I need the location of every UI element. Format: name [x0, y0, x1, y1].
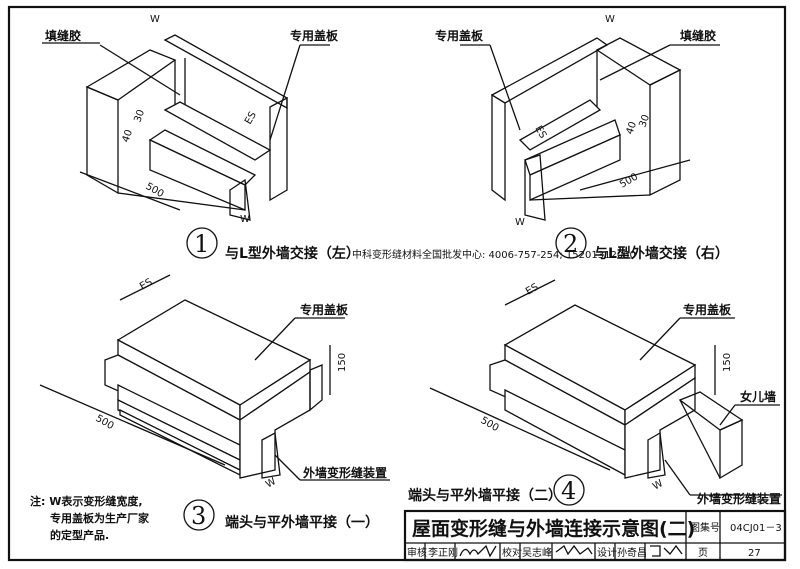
atlas-label: 图集号	[690, 521, 720, 534]
dim-40: 40	[624, 120, 639, 136]
designer-name: 孙奇昌	[617, 546, 647, 559]
label-cover-plate: 专用盖板	[300, 302, 349, 317]
checker-signature	[555, 544, 593, 556]
detail-2-marker	[555, 227, 587, 259]
dim-es: ES	[138, 277, 154, 293]
note-line: 注: W表示变形缝宽度,	[30, 494, 143, 508]
detail-4-marker	[553, 474, 585, 506]
label-cover-plate: 专用盖板	[435, 28, 484, 43]
title-block: 屋面变形缝与外墙连接示意图(二) 图集号 04CJ01－3 审核 李正刚 校对 …	[403, 509, 787, 562]
detail-1-drawing: 填缝胶 专用盖板 W W 30 40 500 ES	[42, 14, 339, 225]
label-cover-plate: 专用盖板	[290, 28, 339, 43]
dim-w: W	[240, 214, 250, 225]
checker-name: 吴志峰	[522, 546, 552, 559]
label-wall-joint-device: 外墙变形缝装置	[303, 465, 387, 480]
detail-1-caption: 与L型外墙交接（左）	[225, 245, 360, 262]
label-sealant: 填缝胶	[45, 28, 81, 43]
check-label: 校对	[502, 546, 522, 559]
note-line: 专用盖板为生产厂家	[50, 511, 150, 525]
advert-text: 中科变形缝材料全国批发中心: 4006-757-254; 15201312050	[352, 248, 636, 261]
dim-40: 40	[120, 128, 135, 144]
detail-4-caption: 端头与平外墙平接（二）	[408, 487, 562, 504]
detail-2-caption: 与L型外墙交接（右）	[594, 245, 729, 262]
dim-es: ES	[243, 110, 259, 126]
drawing-title: 屋面变形缝与外墙连接示意图(二)	[412, 517, 695, 540]
dim-w: W	[515, 217, 525, 228]
design-label: 设计	[597, 546, 617, 559]
dim-w: W	[605, 14, 615, 25]
detail-3-drawing: 专用盖板 外墙变形缝装置 ES 150 500 W	[39, 274, 390, 491]
dim-es: ES	[532, 124, 548, 140]
detail-3-caption: 端头与平外墙平接（一）	[225, 514, 379, 531]
detail-number: 4	[561, 477, 576, 505]
detail-number: 2	[563, 230, 578, 258]
dim-150: 150	[337, 353, 348, 372]
detail-3-marker	[183, 499, 215, 531]
dim-150: 150	[722, 353, 733, 372]
atlas-number: 04CJ01－3	[730, 523, 782, 534]
detail-number: 1	[194, 230, 209, 258]
reviewer-signature	[459, 544, 497, 558]
dim-30: 30	[637, 113, 652, 129]
label-parapet: 女儿墙	[740, 389, 776, 404]
detail-1-marker	[186, 227, 218, 259]
reviewer-name: 李正刚	[428, 546, 458, 559]
sheet-frame	[7, 5, 787, 562]
dim-w: W	[150, 14, 160, 25]
page-number: 27	[748, 548, 761, 559]
dim-w: W	[264, 476, 278, 491]
detail-2-drawing: 专用盖板 填缝胶 W W 30 40 500 ES	[435, 14, 720, 228]
review-label: 审核	[407, 546, 427, 559]
label-cover-plate: 专用盖板	[683, 302, 732, 317]
dim-es: ES	[524, 282, 540, 298]
label-wall-joint-device: 外墙变形缝装置	[697, 491, 781, 506]
label-sealant: 填缝胶	[680, 28, 716, 43]
detail-4-drawing: 专用盖板 女儿墙 外墙变形缝装置 ES 150 500 W	[429, 279, 782, 506]
dim-w: W	[651, 478, 665, 493]
detail-number: 3	[191, 502, 206, 530]
dim-30: 30	[132, 108, 147, 124]
page-label: 页	[698, 547, 708, 559]
designer-signature	[650, 544, 683, 557]
note-line: 的定型产品.	[50, 528, 109, 542]
